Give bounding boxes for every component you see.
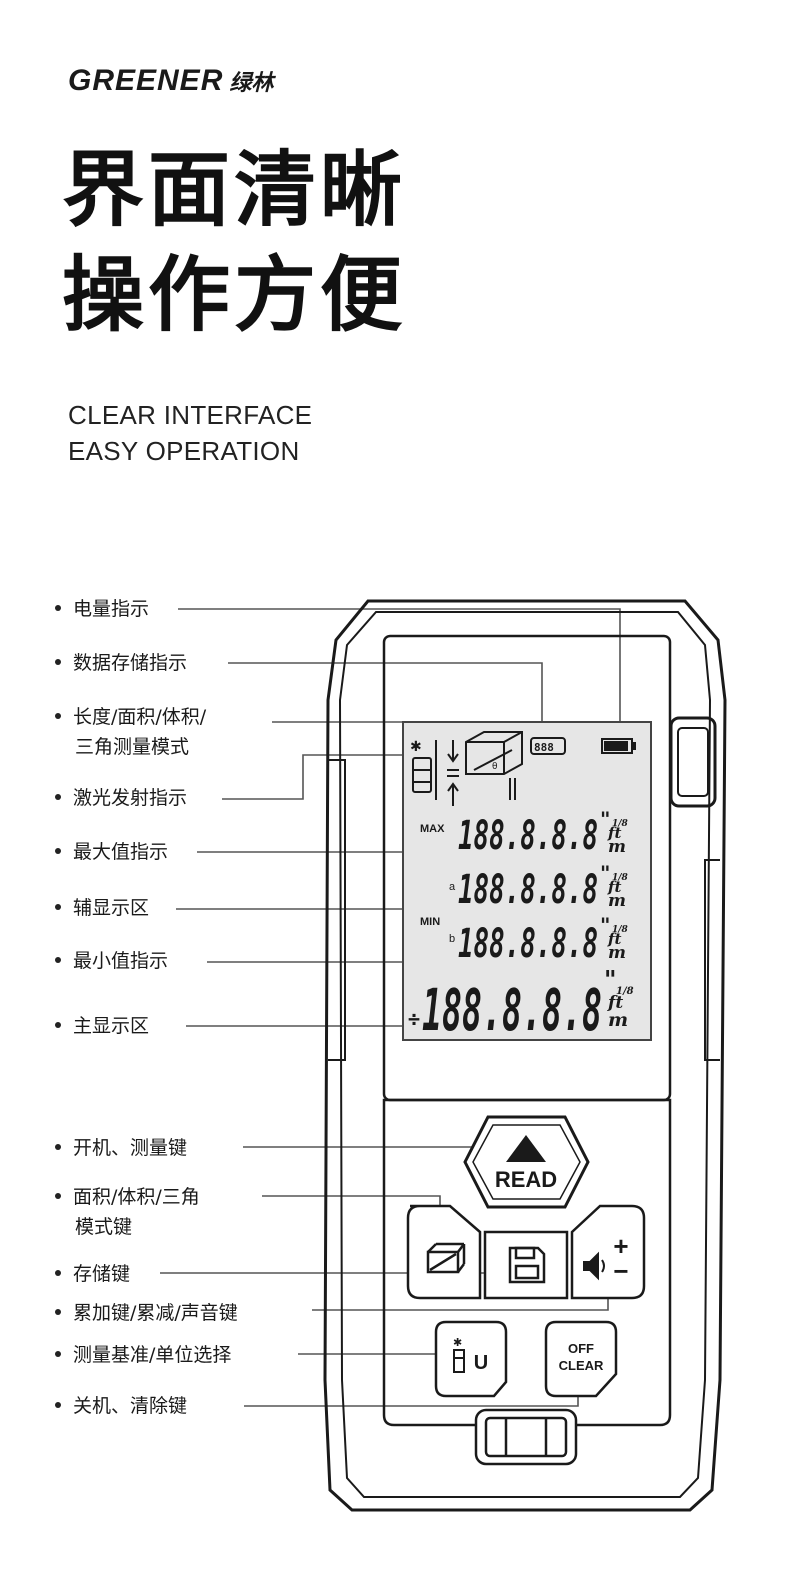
- svg-text:": ": [604, 965, 617, 994]
- svg-text:": ": [600, 807, 610, 831]
- laser-icon: ✱: [410, 739, 437, 800]
- speaker-icon: [583, 1251, 605, 1281]
- save-button[interactable]: [483, 1230, 569, 1300]
- memory-icon: [530, 737, 566, 755]
- row-b-label: b: [449, 933, 455, 945]
- lcd-screen: [402, 721, 652, 1041]
- unit-indicators: " 1/8 ft m " 1/8 ft m " 1/8 ft m " 1/8 f…: [600, 807, 634, 1031]
- save-icon: [508, 1246, 546, 1284]
- svg-text:θ: θ: [492, 762, 498, 772]
- max-label: MAX: [420, 823, 445, 835]
- svg-text:✱: ✱: [410, 739, 422, 755]
- svg-text:1/8: 1/8: [612, 925, 629, 935]
- subheadline-line2: EASY OPERATION: [68, 436, 300, 466]
- svg-text:": ": [600, 861, 610, 885]
- svg-text:ft: ft: [607, 824, 621, 842]
- callout-power-read: 开机、测量键: [55, 1133, 187, 1163]
- brand-logo: GREENER 绿林: [68, 64, 273, 98]
- callout-plus-minus-key: 累加键/累减/声音键: [55, 1298, 238, 1328]
- svg-text:m: m: [608, 837, 626, 857]
- svg-text:ft: ft: [607, 993, 623, 1013]
- plus-minus-sound-button[interactable]: + −: [570, 1204, 646, 1300]
- callout-mode-key: 面积/体积/三角模式键: [55, 1182, 200, 1242]
- bottom-slot: [474, 1408, 578, 1466]
- svg-text:✱: ✱: [453, 1336, 462, 1349]
- memory-count: 888: [534, 741, 554, 754]
- headline-line1: 界面清晰: [62, 143, 407, 238]
- callout-battery: 电量指示: [55, 594, 149, 624]
- read-button[interactable]: READ: [463, 1115, 590, 1209]
- callout-laser: 激光发射指示: [55, 783, 187, 813]
- battery-icon: [601, 738, 636, 754]
- svg-text:ft: ft: [607, 930, 621, 948]
- callout-save-key: 存储键: [55, 1259, 130, 1289]
- box-mode-icon: [465, 731, 523, 800]
- display-row-3: 188.8.8.8: [458, 921, 598, 967]
- mode-button[interactable]: [406, 1204, 482, 1300]
- display-row-2: 188.8.8.8: [458, 867, 598, 913]
- svg-text:1/8: 1/8: [612, 819, 629, 829]
- brand-name-en: GREENER: [68, 64, 224, 97]
- callout-reference-unit: 测量基准/单位选择: [55, 1340, 231, 1370]
- row-a-label: a: [449, 881, 456, 893]
- callout-max: 最大值指示: [55, 837, 168, 867]
- callout-off-clear: 关机、清除键: [55, 1391, 187, 1421]
- brand-name-cn: 绿林: [229, 71, 274, 96]
- svg-text:CLEAR: CLEAR: [559, 1358, 604, 1373]
- box-icon: [426, 1242, 466, 1274]
- headline-line2: 操作方便: [62, 248, 407, 343]
- svg-text:1/8: 1/8: [616, 986, 634, 997]
- subheadline-line1: CLEAR INTERFACE: [68, 400, 313, 430]
- main-sign: ÷: [408, 1007, 420, 1031]
- reference-unit-button[interactable]: ✱ U: [434, 1320, 508, 1398]
- svg-text:1/8: 1/8: [612, 873, 629, 883]
- min-label: MIN: [420, 916, 440, 928]
- svg-text:": ": [600, 913, 610, 937]
- read-label: READ: [495, 1167, 557, 1192]
- svg-text:−: −: [613, 1256, 628, 1286]
- svg-text:ft: ft: [607, 878, 621, 896]
- off-clear-button[interactable]: OFF CLEAR: [544, 1320, 618, 1398]
- svg-text:OFF: OFF: [568, 1341, 594, 1356]
- callout-mode: 长度/面积/体积/三角测量模式: [55, 702, 206, 762]
- callout-main-display: 主显示区: [55, 1011, 149, 1041]
- unit-label: U: [474, 1352, 488, 1374]
- callout-secondary-display: 辅显示区: [55, 893, 149, 923]
- callout-memory: 数据存储指示: [55, 648, 187, 678]
- svg-text:m: m: [608, 943, 626, 963]
- svg-text:m: m: [608, 891, 626, 911]
- display-main: 188.8.8.8: [422, 976, 602, 1044]
- display-row-1: 188.8.8.8: [458, 813, 598, 859]
- callout-min: 最小值指示: [55, 946, 168, 976]
- svg-text:m: m: [608, 1009, 628, 1031]
- svg-text:+: +: [613, 1231, 628, 1261]
